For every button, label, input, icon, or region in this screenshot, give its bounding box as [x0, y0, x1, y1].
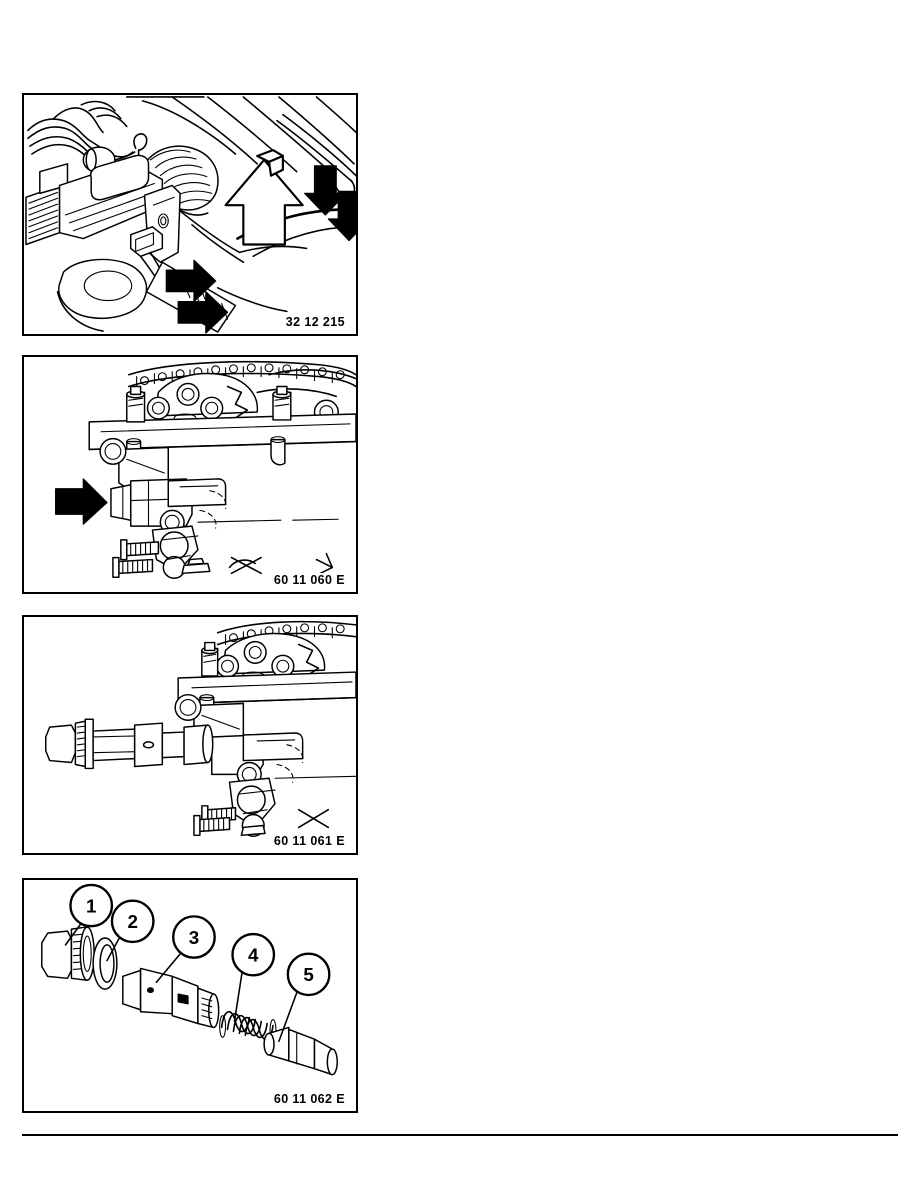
callout-4-number: 4 — [248, 945, 259, 966]
large-up-arrow — [224, 148, 304, 246]
figure-2-code: 60 11 060 E — [270, 572, 347, 587]
figure-4-code: 60 11 062 E — [270, 1091, 347, 1106]
callout-1-number: 1 — [86, 895, 96, 916]
figure-1-artwork — [24, 95, 356, 334]
part-threaded-housing-plug — [41, 926, 95, 982]
callout-2: 2 — [110, 899, 155, 944]
figure-4-artwork: 1 2 3 4 5 — [24, 880, 356, 1111]
right-arrow-lower-left — [177, 291, 229, 334]
callout-1: 1 — [69, 883, 114, 928]
part-tensioner-piston-sleeve — [122, 967, 220, 1029]
figure-engine-compartment-view: 32 12 215 — [22, 93, 358, 336]
callout-3-number: 3 — [189, 927, 199, 948]
callout-4: 4 — [231, 932, 276, 977]
callout-2-number: 2 — [127, 911, 137, 932]
figure-chain-tensioner-exploded-view: 1 2 3 4 5 60 11 062 — [22, 878, 358, 1113]
footer-divider — [22, 1134, 898, 1136]
callout-5: 5 — [286, 952, 331, 997]
figure-chain-tensioner-removed: 60 11 061 E — [22, 615, 358, 855]
callout-3: 3 — [172, 915, 216, 959]
down-arrow-lower-right — [327, 190, 356, 242]
figure-3-code: 60 11 061 E — [270, 833, 347, 848]
callout-5-number: 5 — [303, 964, 313, 985]
figure-1-code: 32 12 215 — [282, 314, 347, 329]
figure-chain-tensioner-installed: 60 11 060 E — [22, 355, 358, 594]
part-plunger-end-piece — [263, 1026, 338, 1076]
figure-3-artwork — [24, 617, 356, 853]
part-sealing-ring — [92, 937, 118, 990]
right-arrow-upper-left — [165, 259, 217, 303]
figure-2-artwork — [24, 357, 356, 592]
pointer-arrow-left — [55, 478, 108, 525]
removed-tensioner-part — [44, 718, 214, 770]
